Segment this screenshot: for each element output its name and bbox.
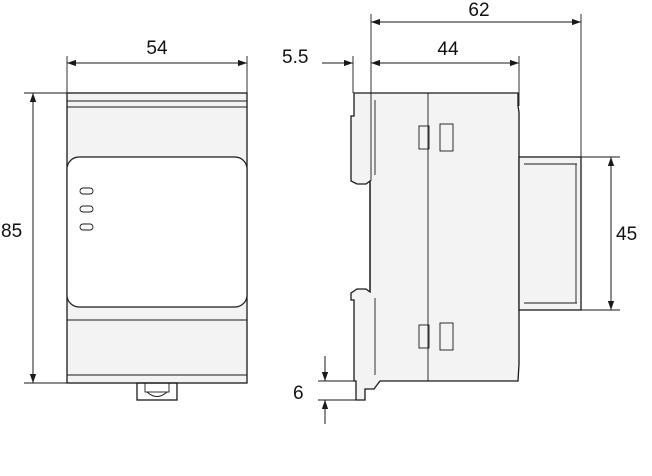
din-clip-body: [136, 382, 178, 401]
depth-body-dimension-label: 44: [437, 39, 459, 60]
led-icon: [79, 223, 94, 231]
front-dimensions: 54 85: [1, 38, 248, 384]
terminal-slot-icon: [439, 123, 454, 152]
front-view: [66, 92, 248, 401]
rail-offset-dimension-label: 5.5: [282, 47, 308, 68]
depth-total-dimension-label: 62: [468, 0, 489, 21]
side-dimensions: 62 44 5.5 45 6: [282, 0, 637, 424]
front-projection: [518, 156, 582, 311]
width-dimension-label: 54: [146, 38, 168, 59]
front-window: [66, 156, 248, 308]
projection-height-dimension-label: 45: [616, 224, 637, 245]
terminal-slot-icon: [439, 322, 454, 351]
foot-dimension-label: 6: [293, 383, 304, 404]
led-icon: [79, 205, 94, 213]
side-view: [350, 92, 582, 401]
side-housing: [350, 92, 520, 401]
led-icon: [79, 187, 94, 195]
height-dimension-label: 85: [1, 221, 22, 242]
terminal-slot-icon: [418, 324, 430, 349]
din-clip: [136, 382, 178, 401]
terminal-slot-icon: [418, 125, 430, 150]
led-indicators: [79, 187, 94, 231]
din-clip-hook: [146, 391, 168, 397]
din-clip-slot: [144, 382, 170, 393]
